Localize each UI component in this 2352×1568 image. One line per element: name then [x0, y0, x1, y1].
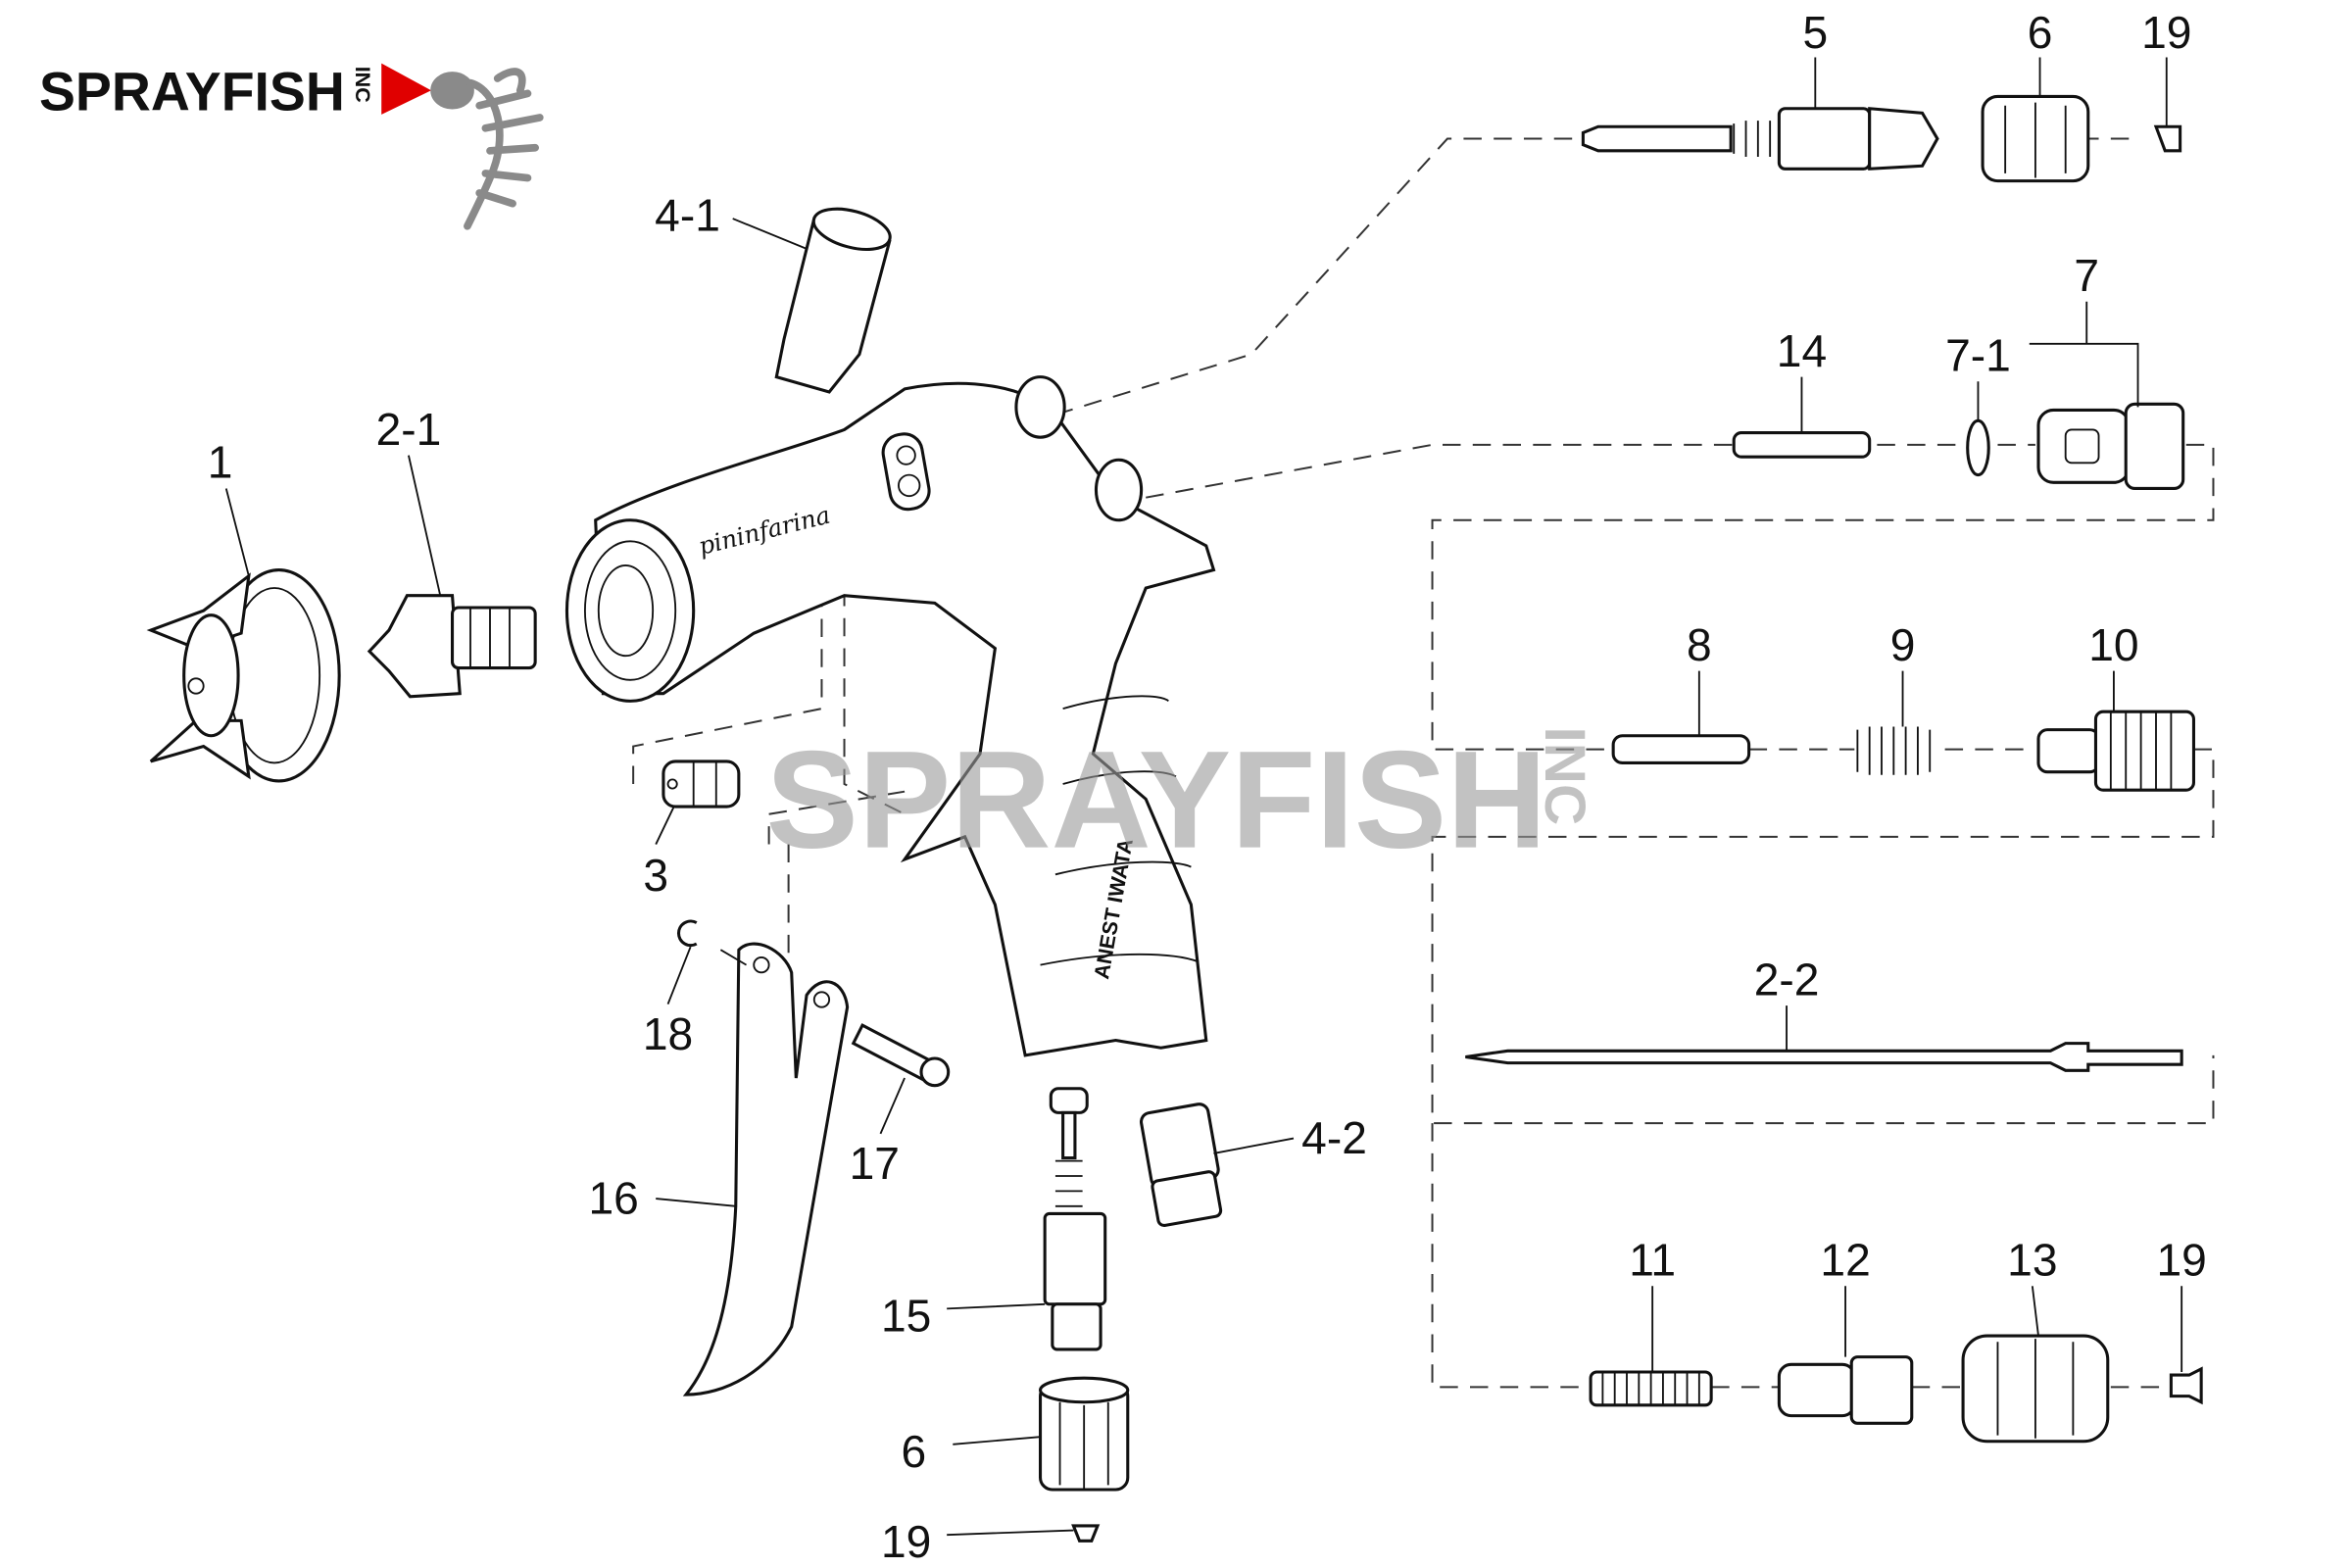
sprayfish-logo: SPRAYFISH INC: [39, 61, 544, 230]
callout-16: 16: [588, 1172, 638, 1223]
red-spray-triangle-icon: [381, 63, 431, 115]
watermark: SPRAYFISH INC: [766, 722, 1596, 877]
leader-lines: [224, 57, 2183, 1537]
part-10-piston-housing: [2036, 710, 2195, 792]
callout-13: 13: [2007, 1235, 2057, 1286]
part-6-knob-lower: [1039, 1376, 1130, 1492]
callout-8: 8: [1687, 619, 1712, 670]
fish-icon: [430, 68, 544, 230]
part-11-spring: [1589, 1370, 1713, 1407]
part-2-2-fluid-needle: [1465, 1042, 2183, 1072]
part-8-piston: [1611, 734, 1751, 764]
part-6-knob-upper: [1981, 94, 2090, 183]
callout-4-2: 4-2: [1301, 1112, 1367, 1163]
callout-11: 11: [1629, 1235, 1676, 1286]
spray-gun-body: pininfarina ANEST IWATA: [564, 375, 1216, 1057]
callout-15: 15: [881, 1290, 931, 1341]
svg-text:INC: INC: [351, 67, 374, 103]
callout-10: 10: [2088, 619, 2138, 670]
part-16-trigger: [682, 942, 850, 1396]
callout-6-upper: 6: [2028, 7, 2053, 58]
part-9-spring: [1856, 726, 1932, 775]
part-7-spreader-valve: [2036, 402, 2185, 491]
callout-17: 17: [850, 1138, 900, 1189]
svg-text:INC: INC: [1533, 727, 1596, 826]
callout-18: 18: [643, 1008, 693, 1059]
callout-7-1: 7-1: [1945, 329, 2011, 380]
part-13-fluid-knob: [1961, 1334, 2110, 1444]
svg-text:SPRAYFISH: SPRAYFISH: [39, 61, 345, 122]
callout-2-2: 2-2: [1754, 954, 1820, 1004]
part-4-2-fitting: [1139, 1102, 1223, 1227]
callout-19-lower: 19: [881, 1516, 931, 1567]
callout-14: 14: [1777, 325, 1827, 376]
callout-6-lower: 6: [901, 1426, 926, 1477]
callout-9: 9: [1890, 619, 1916, 670]
part-14-pin: [1732, 431, 1872, 459]
callout-labels: 5 6 19 4-1 7 14 7-1 2-1 1 8 9 10 3 2-2 1…: [208, 7, 2207, 1567]
part-15-air-valve: [1043, 1087, 1107, 1351]
part-2-1-fluid-nozzle: [367, 594, 537, 699]
part-1-air-cap: [146, 568, 341, 783]
part-17-pin: [851, 1023, 951, 1088]
callout-19-upper: 19: [2141, 7, 2191, 58]
callout-12: 12: [1820, 1235, 1870, 1286]
callout-1: 1: [208, 437, 233, 488]
callout-3: 3: [643, 850, 668, 901]
callout-7: 7: [2074, 250, 2099, 301]
callout-5: 5: [1802, 7, 1828, 58]
svg-text:SPRAYFISH: SPRAYFISH: [766, 722, 1547, 877]
part-4-1-fitting: [774, 207, 892, 394]
callout-2-1: 2-1: [376, 404, 442, 455]
assembly-guide-lines: [632, 137, 2215, 1389]
part-5-needle-valve: [1581, 107, 1939, 171]
part-7-1-o-ring: [1966, 418, 1990, 477]
part-19-screw-lower: [1071, 1524, 1101, 1543]
part-19-screw-upper: [2153, 124, 2182, 153]
callout-4-1: 4-1: [655, 189, 720, 240]
part-19-screw-right: [2169, 1366, 2203, 1405]
part-18-e-clip: [676, 919, 698, 948]
part-3-plug: [662, 760, 741, 808]
callout-19-right: 19: [2156, 1235, 2206, 1286]
part-12-bushing: [1777, 1355, 1914, 1425]
